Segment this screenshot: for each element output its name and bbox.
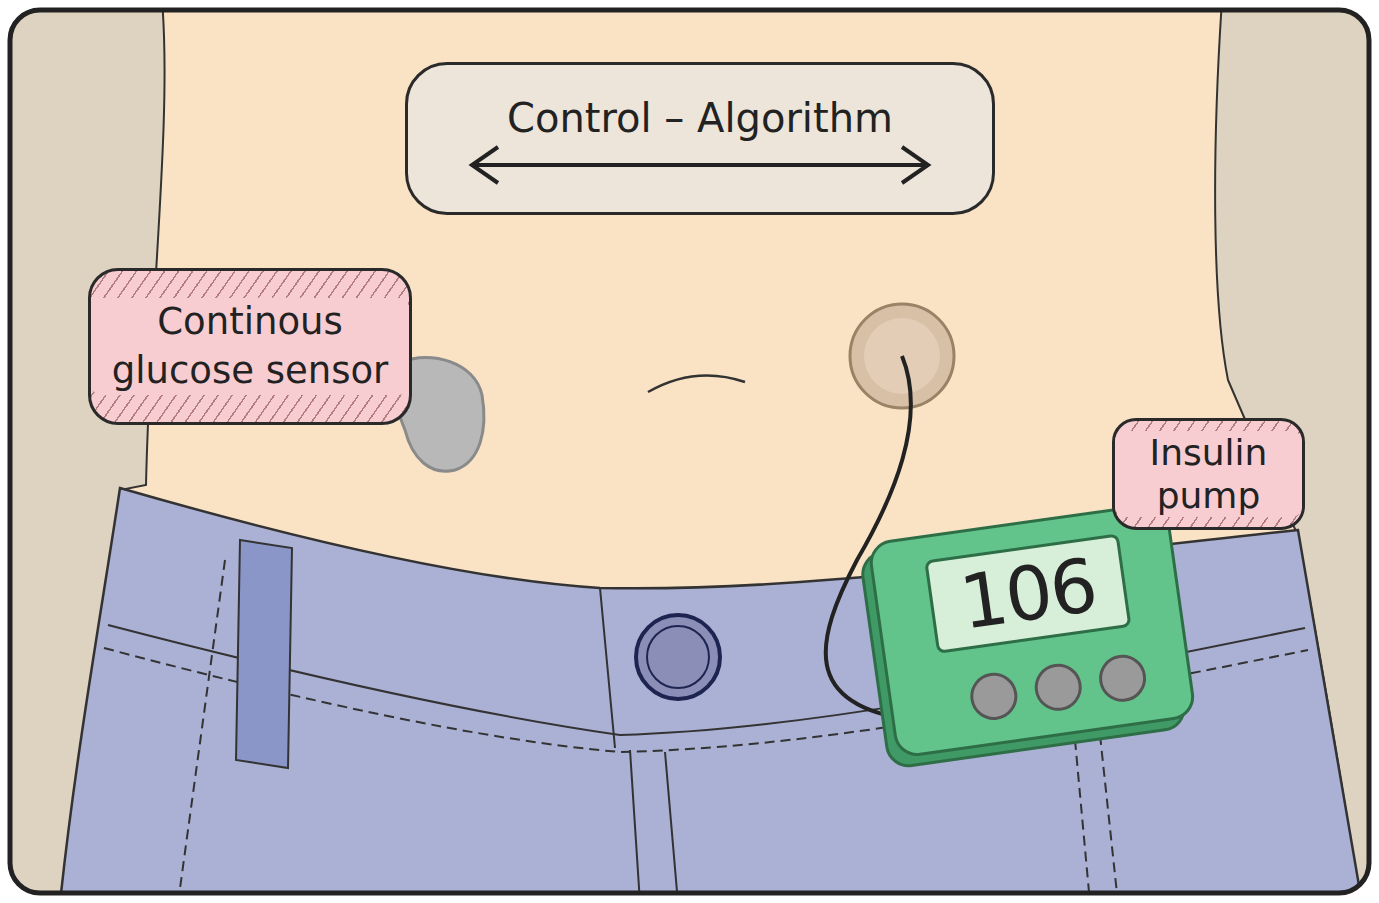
pump-body: [868, 503, 1195, 758]
jeans-button-rim: [647, 626, 709, 688]
callout-label: Insulin pump: [1112, 418, 1305, 530]
pump-button: [1098, 653, 1148, 703]
frame: [10, 10, 1369, 893]
pump-button: [1033, 662, 1083, 712]
jeans: [60, 488, 1362, 893]
insulin-pump: [859, 503, 1197, 769]
pump-button: [969, 672, 1019, 722]
node-text: 106: [955, 542, 1101, 646]
node-text: Insulin pump: [1115, 431, 1302, 517]
navel: [648, 375, 745, 392]
node-text: Continous glucose sensor: [91, 298, 409, 394]
jeans-button: [636, 615, 720, 699]
belt-loop: [236, 540, 292, 768]
callout-label: Continous glucose sensor: [88, 268, 412, 425]
algorithm-box: Control – Algorithm: [405, 62, 995, 215]
node-text: Control – Algorithm: [507, 95, 893, 141]
